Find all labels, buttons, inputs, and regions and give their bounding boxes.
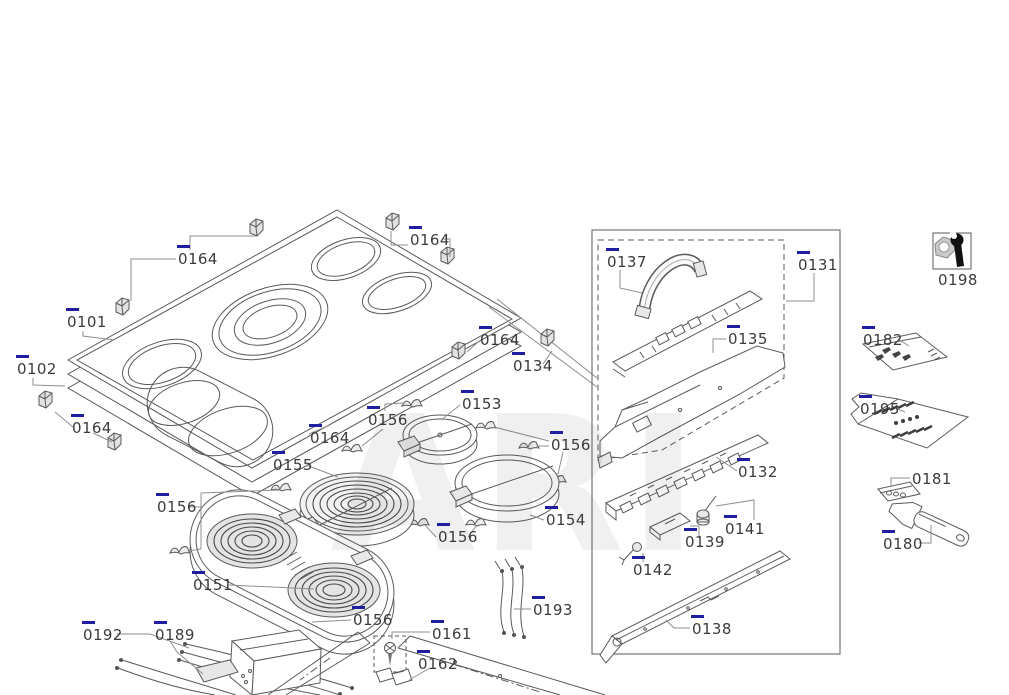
- part-label-0101-2[interactable]: 0101: [66, 308, 107, 331]
- bracket-0138[interactable]: [599, 550, 791, 664]
- part-label-0162-33[interactable]: 0162: [417, 650, 458, 673]
- part-label-0131-18[interactable]: 0131: [797, 251, 838, 274]
- part-label-0156-11[interactable]: 0156: [550, 431, 591, 454]
- part-label-0181-28: 0181: [912, 470, 952, 488]
- leader-lines: [32, 231, 932, 681]
- part-label-0180-29[interactable]: 0180: [882, 530, 923, 553]
- base-pan-left: [267, 631, 371, 695]
- part-label-0193-34[interactable]: 0193: [532, 596, 573, 619]
- power-board-0132[interactable]: [605, 434, 769, 522]
- part-label-0195-27[interactable]: 0195: [859, 395, 900, 418]
- blade-pack-0181[interactable]: [877, 481, 921, 502]
- base-pan-right: [397, 635, 606, 695]
- part-label-0156-14[interactable]: 0156: [437, 523, 478, 546]
- part-label-0154-12[interactable]: 0154: [545, 506, 586, 529]
- part-label-0182-26[interactable]: 0182: [862, 326, 903, 349]
- part-label-0155-10[interactable]: 0155: [272, 451, 313, 474]
- screw-bag-0195[interactable]: [850, 392, 970, 449]
- burner-outline-center: [211, 283, 329, 361]
- part-label-0164-0[interactable]: 0164: [177, 245, 218, 268]
- encoder-0142[interactable]: [618, 542, 642, 566]
- part-label-0156-13[interactable]: 0156: [156, 493, 197, 516]
- control-module-box-0131[interactable]: [597, 239, 785, 461]
- part-label-0161-32[interactable]: 0161: [431, 620, 472, 643]
- part-label-0138-24[interactable]: 0138: [691, 615, 732, 638]
- ribbon-cable: [634, 253, 708, 320]
- part-label-0142-23[interactable]: 0142: [632, 556, 673, 579]
- part-label-0102-3[interactable]: 0102: [16, 355, 57, 378]
- part-label-0156-16[interactable]: 0156: [352, 606, 393, 629]
- part-label-0134-5[interactable]: 0134: [512, 352, 553, 375]
- part-label-0132-20[interactable]: 0132: [737, 458, 778, 481]
- part-label-0164-1[interactable]: 0164: [409, 226, 450, 249]
- part-label-0139-22[interactable]: 0139: [684, 528, 725, 551]
- glass-panel-0101[interactable]: [66, 209, 523, 479]
- heating-element-0151[interactable]: [174, 473, 411, 670]
- burner-outline-right1: [310, 237, 382, 281]
- part-label-0198-25: 0198: [938, 271, 978, 289]
- burner-outline-dual: [146, 366, 274, 468]
- scraper-0180[interactable]: [886, 495, 972, 552]
- burner-outline-right2: [361, 271, 433, 315]
- heating-element-0153[interactable]: [397, 414, 478, 465]
- part-label-0192-30[interactable]: 0192: [82, 621, 123, 644]
- wire-set-0193[interactable]: [494, 556, 526, 639]
- part-label-0141-21[interactable]: 0141: [724, 515, 765, 538]
- part-label-0164-6[interactable]: 0164: [71, 414, 112, 437]
- housing-0135[interactable]: [597, 345, 786, 469]
- module-section-box: [591, 229, 841, 655]
- screw-0161[interactable]: [373, 635, 407, 673]
- part-label-0135-19[interactable]: 0135: [727, 325, 768, 348]
- part-label-0153-9[interactable]: 0153: [461, 390, 502, 413]
- encoder-0141[interactable]: [696, 495, 717, 526]
- part-label-0189-31[interactable]: 0189: [154, 621, 195, 644]
- clamp-0162[interactable]: [375, 667, 413, 686]
- part-label-0156-8[interactable]: 0156: [367, 406, 408, 429]
- service-tool-icon: [932, 230, 972, 270]
- element-grill-hatch: [282, 551, 314, 581]
- touch-board-0137[interactable]: [612, 253, 763, 378]
- burner-outline-left: [122, 338, 202, 390]
- pcb-0139[interactable]: [649, 512, 691, 542]
- part-label-0164-4[interactable]: 0164: [479, 326, 520, 349]
- part-label-0151-15[interactable]: 0151: [192, 571, 233, 594]
- heating-element-0154[interactable]: [449, 454, 560, 523]
- part-label-0137-17[interactable]: 0137: [606, 248, 647, 271]
- part-label-0164-7[interactable]: 0164: [309, 424, 350, 447]
- clip-bag-0182[interactable]: [861, 332, 949, 371]
